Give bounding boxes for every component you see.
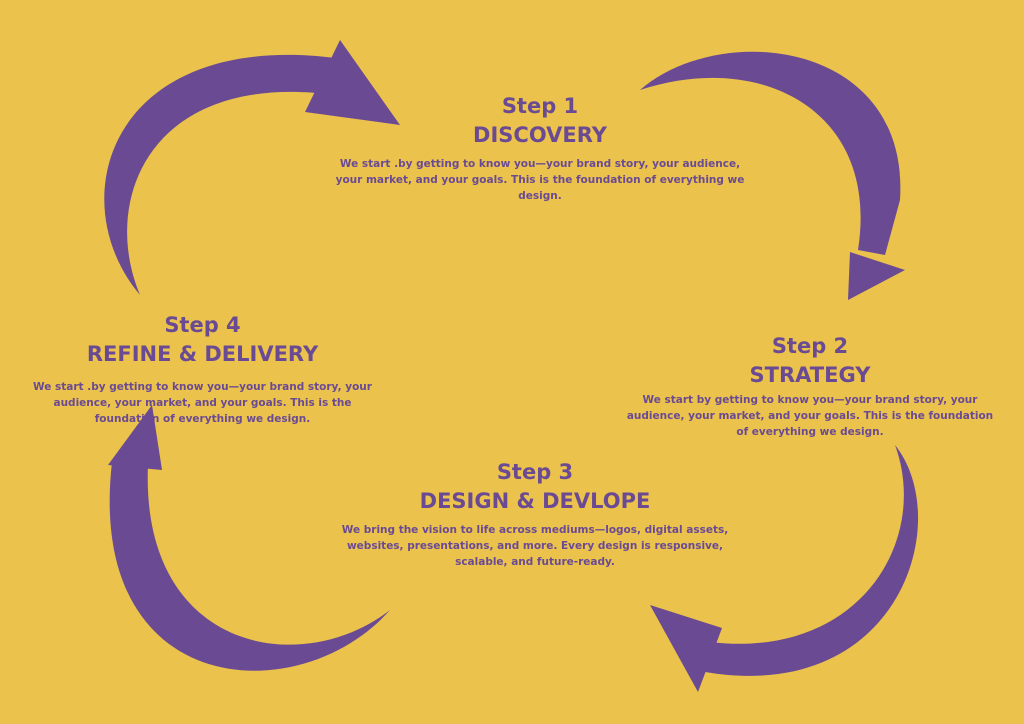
step-number: Step 4 — [164, 313, 241, 337]
arrow-step1-to-step2 — [640, 51, 905, 300]
step-title: STRATEGY — [749, 363, 871, 387]
step-title: DISCOVERY — [473, 123, 607, 147]
step-description: We start .by getting to know you—your br… — [335, 158, 745, 202]
step-2: Step 2 STRATEGY We start by getting to k… — [622, 332, 998, 440]
arrow-step4-to-step1 — [104, 40, 400, 295]
step-number: Step 2 — [771, 334, 849, 358]
step-1: Step 1 DISCOVERY We start .by getting to… — [330, 92, 750, 204]
arrow-step3-to-step4 — [108, 405, 390, 671]
step-description: We start by getting to know you—your bra… — [626, 394, 994, 438]
step-description: We bring the vision to life across mediu… — [341, 524, 729, 568]
step-3: Step 3 DESIGN & DEVLOPE We bring the vis… — [340, 458, 730, 570]
arrow-step2-to-step3 — [650, 445, 919, 692]
step-4: Step 4 REFINE & DELIVERY We start .by ge… — [25, 311, 380, 427]
step-description: We start .by getting to know you—your br… — [33, 381, 372, 425]
step-title: DESIGN & DEVLOPE — [419, 489, 651, 513]
step-number: Step 1 — [501, 94, 579, 118]
step-title: REFINE & DELIVERY — [86, 342, 319, 366]
step-number: Step 3 — [496, 460, 574, 484]
